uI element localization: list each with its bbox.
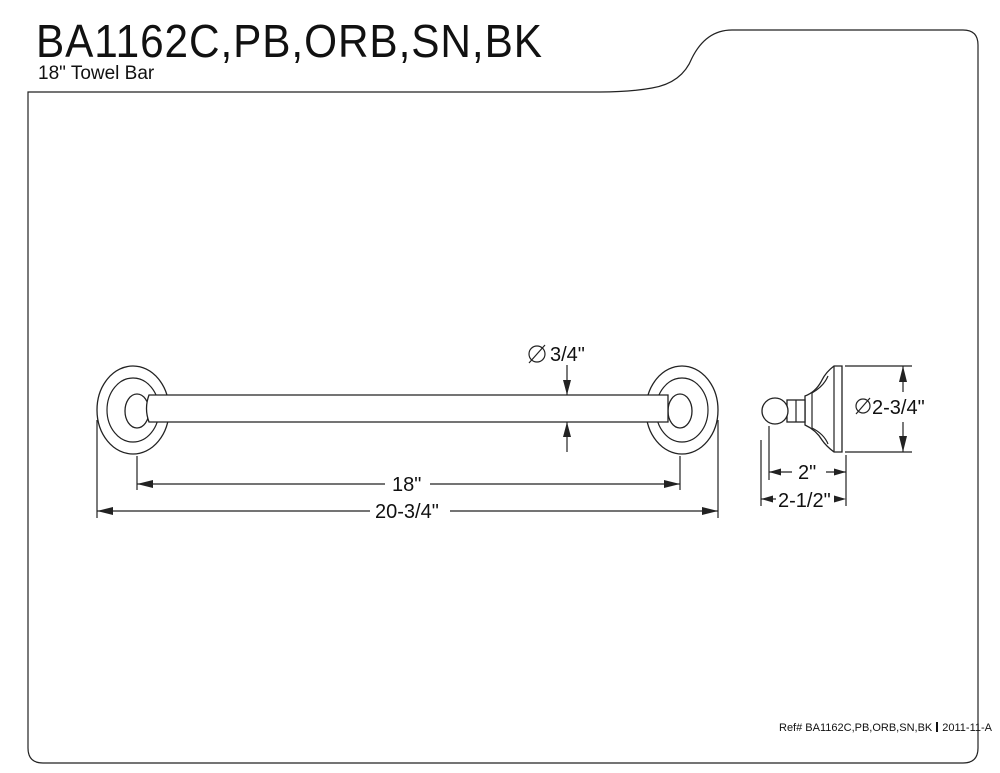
product-subtitle: 18" Towel Bar (38, 63, 155, 84)
left-post (96, 365, 170, 455)
product-title: BA1162C,PB,ORB,SN,BK (36, 15, 543, 67)
side-flange (804, 365, 843, 453)
right-post (645, 365, 719, 455)
flange-diameter-label: 2-3/4" (872, 397, 925, 419)
bar-length-dimension: 18" (136, 456, 681, 496)
front-view: 3/4" 18" 20-3/4" (96, 344, 719, 523)
towel-bar (145, 394, 669, 423)
side-bar-end (761, 397, 789, 425)
side-view: 2-3/4" 2" 2-1/2" (760, 365, 925, 512)
flange-diameter-dimension: 2-3/4" (845, 365, 925, 453)
projection-inner-label: 2" (798, 462, 816, 484)
bar-diameter-dimension: 3/4" (528, 344, 585, 452)
bar-length-label: 18" (392, 474, 421, 496)
footer-separator (936, 722, 939, 732)
projection-inner-dimension: 2" (768, 426, 847, 506)
bar-diameter-label: 3/4" (550, 344, 585, 366)
reference-footer: Ref# BA1162C,PB,ORB,SN,BK 2011-11-A (779, 722, 992, 734)
projection-overall-dimension: 2-1/2" (760, 440, 846, 512)
page-frame (27, 29, 979, 764)
revision-code: 2011-11-A (942, 722, 993, 734)
reference-number: Ref# BA1162C,PB,ORB,SN,BK (779, 722, 933, 734)
overall-length-label: 20-3/4" (375, 501, 439, 523)
overall-length-dimension: 20-3/4" (96, 420, 719, 523)
projection-overall-label: 2-1/2" (778, 490, 831, 512)
